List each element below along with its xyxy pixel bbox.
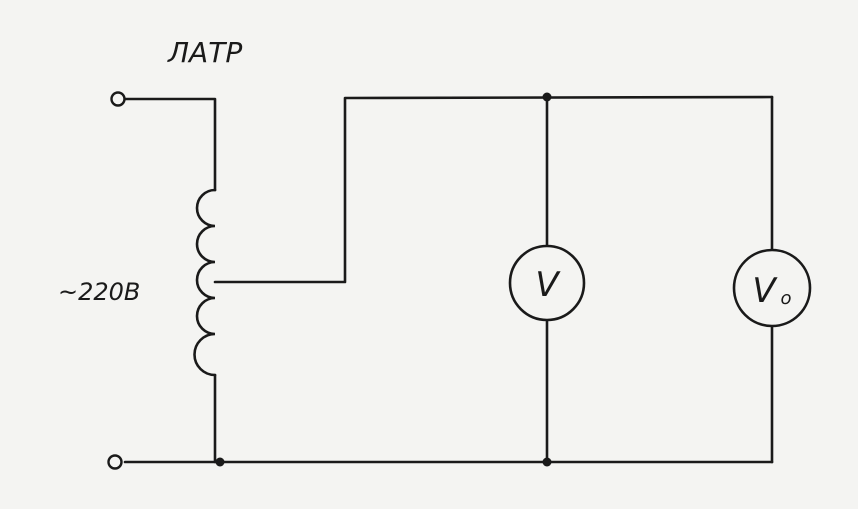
autotransformer-coil — [193, 188, 217, 377]
reference-voltmeter-circle — [732, 248, 812, 328]
input-terminal-bottom — [107, 454, 123, 470]
wire-input-top — [123, 97, 217, 192]
voltmeter-circle — [508, 244, 586, 322]
voltmeter: V — [508, 244, 586, 322]
junction-node-bottom-mid — [542, 457, 552, 467]
junction-node-top — [542, 92, 552, 102]
reference-voltmeter: V o — [732, 248, 812, 328]
reference-voltmeter-subscript: o — [780, 288, 791, 309]
supply-voltage-label: ~220В — [58, 278, 140, 306]
wire-tap — [213, 95, 774, 284]
voltmeter-label: V — [535, 265, 561, 305]
reference-voltmeter-label: V — [752, 271, 778, 311]
input-terminal-top — [110, 91, 126, 107]
junction-node-bottom-left — [215, 457, 225, 467]
transformer-label: ЛАТР — [167, 36, 242, 69]
